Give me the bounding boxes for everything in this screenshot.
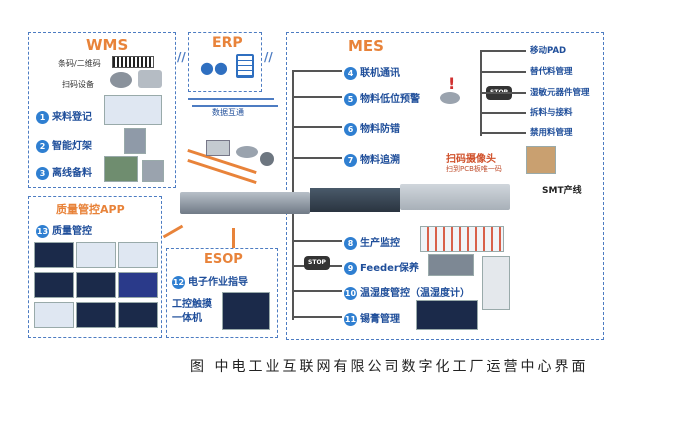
printer-icon (206, 140, 230, 156)
registration-equipment-image (104, 95, 162, 125)
arrow-5 (294, 96, 342, 98)
right-item-pad[interactable]: 移动PAD (530, 46, 567, 56)
figure-caption: 图 中电工业互联网有限公司数字化工厂运营中心界面 (190, 359, 589, 375)
camera-label: 扫码摄像头 (446, 154, 496, 165)
smt-line-label: SMT产线 (542, 186, 582, 196)
quality-chart-7 (34, 302, 74, 328)
barcode-label: 条码/二维码 (58, 59, 101, 68)
arrow-11 (294, 316, 342, 318)
orange-arrow-up (232, 228, 235, 248)
touch-panel-image (222, 292, 270, 330)
solder-paste-screen-image (416, 300, 478, 330)
warning-icon: ! (448, 74, 456, 93)
quality-chart-2 (76, 242, 116, 268)
reel-icon (440, 92, 460, 104)
users-icon: ●● (200, 58, 228, 77)
camera-board-image (526, 146, 556, 174)
hygrometer-image (482, 256, 510, 310)
reel-single-icon (260, 152, 274, 166)
quality-chart-3 (118, 242, 158, 268)
erp-panel (188, 32, 262, 92)
right-item-msd[interactable]: 湿敏元器件管理 (530, 88, 590, 98)
orange-arrow-left (162, 224, 184, 239)
checklist-icon (236, 54, 254, 78)
right-arrow-5 (482, 132, 526, 134)
wms-title: WMS (86, 36, 129, 54)
arrow-8 (294, 240, 342, 242)
cart-image (142, 160, 164, 182)
right-item-banned[interactable]: 禁用料管理 (530, 128, 573, 138)
data-sync-label: 数据互通 (212, 108, 244, 117)
quality-chart-4 (34, 272, 74, 298)
esop-title: ESOP (204, 252, 243, 267)
scanner-icon (110, 72, 132, 88)
camera-sub-label: 扫到PCB板唯一码 (446, 165, 502, 173)
scanner-label: 扫码设备 (62, 80, 94, 89)
right-item-splice[interactable]: 拆料与接料 (530, 108, 573, 118)
touch-panel-label-2: 一体机 (172, 313, 202, 324)
reel-stack-icon (236, 146, 258, 158)
erp-link-arrows (188, 96, 278, 110)
arrow-10 (294, 290, 342, 292)
right-trunk-line (480, 50, 482, 136)
right-arrow-1 (482, 50, 526, 52)
quality-chart-6 (118, 272, 158, 298)
quality-chart-9 (118, 302, 158, 328)
smt-line-image (180, 178, 520, 222)
arrow-4 (294, 70, 342, 72)
scanner-device-icon (138, 70, 162, 88)
feeder-maintenance-image (428, 254, 474, 276)
erp-wms-link-icon: // (177, 50, 186, 64)
esop-panel (166, 248, 278, 338)
quality-chart-5 (76, 272, 116, 298)
stop-icon-feeder: STOP (304, 256, 330, 270)
arrow-7 (294, 157, 342, 159)
right-arrow-4 (482, 112, 526, 114)
right-arrow-2 (482, 71, 526, 73)
wms-panel (28, 32, 176, 188)
touch-panel-label-1: 工控触摸 (172, 299, 212, 310)
right-arrow-3 (482, 92, 526, 94)
light-rack-image (124, 128, 146, 154)
offline-prep-image (104, 156, 138, 182)
quality-app-title: 质量管控APP (56, 203, 125, 216)
erp-mes-link-icon: // (264, 50, 273, 64)
mes-panel (286, 32, 604, 340)
quality-chart-8 (76, 302, 116, 328)
arrow-6 (294, 126, 342, 128)
quality-app-panel (28, 196, 162, 338)
production-monitor-image (420, 226, 504, 252)
quality-chart-1 (34, 242, 74, 268)
right-item-substitute[interactable]: 替代料管理 (530, 67, 573, 77)
erp-title: ERP (212, 35, 243, 51)
barcode-icon (112, 56, 154, 68)
mes-title: MES (348, 37, 384, 55)
